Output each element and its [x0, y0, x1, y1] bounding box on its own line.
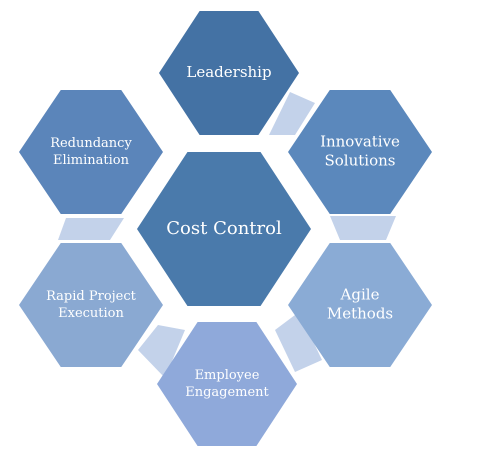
hex-rapid-project-execution-label-line-2: Execution — [58, 306, 124, 321]
hex-innovative-solutions-label-line-2: Solutions — [325, 152, 396, 170]
hex-innovative-solutions-label-line-1: Innovative — [320, 133, 400, 151]
hex-center-cost-control: Cost Control — [137, 152, 311, 306]
hex-redundancy-elimination-shape — [19, 90, 163, 214]
hex-employee-engagement-label-line-2: Engagement — [185, 385, 269, 400]
hex-employee-engagement-shape — [157, 322, 297, 446]
hex-redundancy-elimination-label-line-1: Redundancy — [50, 136, 132, 151]
hex-leadership-label-line-1: Leadership — [186, 63, 271, 81]
hex-employee-engagement-label-line-1: Employee — [195, 368, 260, 383]
center-label: Cost Control — [166, 218, 282, 239]
hex-rapid-project-execution-label-line-1: Rapid Project — [46, 289, 137, 304]
connector-4 — [138, 325, 185, 378]
connector-2 — [330, 216, 396, 240]
hex-center-shape — [137, 152, 311, 306]
connectors — [58, 92, 396, 378]
hex-agile-methods-shape — [288, 243, 432, 367]
hex-agile-methods-label-line-2: Methods — [327, 305, 393, 323]
hex-redundancy-elimination-label-line-2: Elimination — [53, 153, 130, 168]
connector-3 — [275, 312, 322, 372]
hex-rapid-project-execution-shape — [19, 243, 163, 367]
connector-5 — [58, 218, 124, 240]
connector-1 — [269, 92, 315, 135]
hex-agile-methods-label-line-1: Agile — [340, 286, 380, 304]
hex-leadership: Leadership — [159, 11, 299, 135]
hexagons: LeadershipInnovativeSolutionsAgileMethod… — [19, 11, 432, 446]
hex-leadership-shape — [159, 11, 299, 135]
hex-innovative-solutions-shape — [288, 90, 432, 214]
